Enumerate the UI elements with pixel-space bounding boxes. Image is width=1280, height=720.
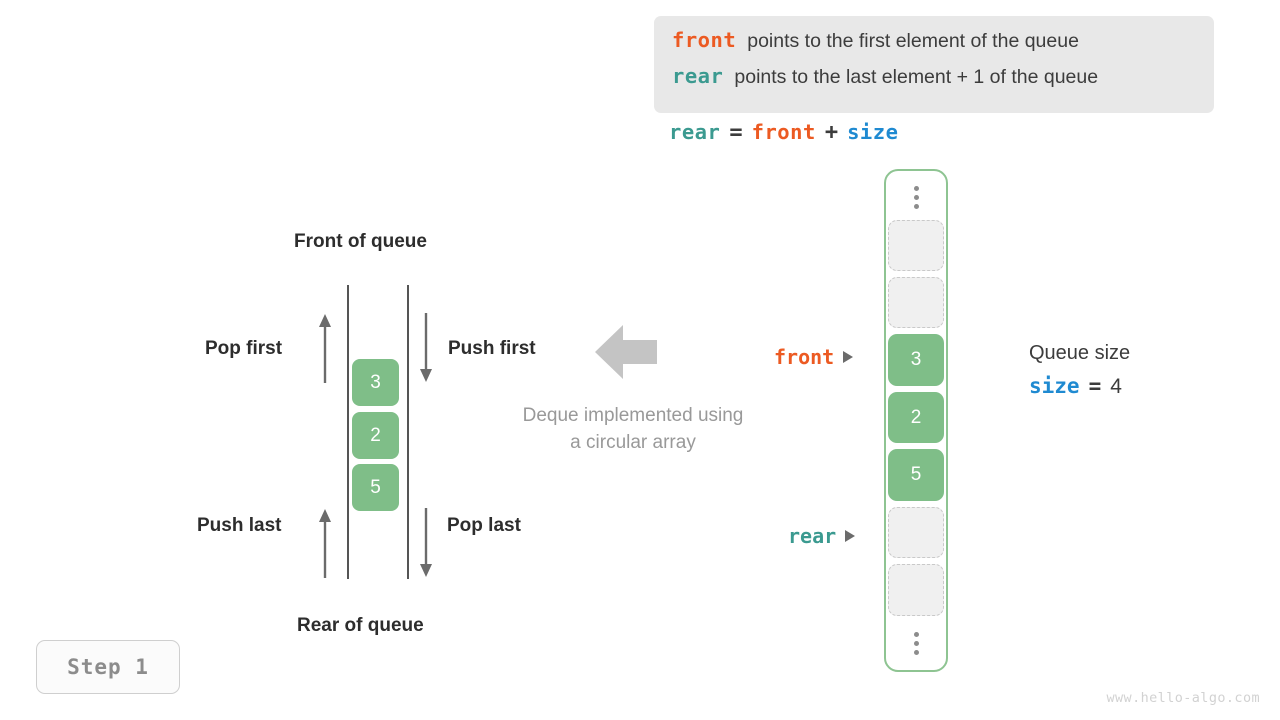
vertical-ellipsis-icon bbox=[913, 622, 919, 666]
equation-equals: = bbox=[729, 120, 743, 145]
rear-keyword: rear bbox=[672, 64, 724, 88]
arrow-down-pop-last-icon bbox=[419, 508, 433, 578]
push-last-label: Push last bbox=[197, 515, 282, 536]
rear-definition-text: points to the last element + 1 of the qu… bbox=[734, 66, 1099, 88]
front-pointer: front bbox=[774, 345, 854, 369]
array-slot-empty bbox=[888, 506, 944, 559]
queue-size-expression: size = 4 bbox=[1029, 374, 1130, 399]
pointer-triangle-icon bbox=[843, 351, 854, 363]
equation-plus: + bbox=[824, 120, 839, 145]
queue-size-block: Queue size size = 4 bbox=[1029, 342, 1130, 399]
arrow-up-pop-first-icon bbox=[318, 313, 332, 383]
pointer-triangle-icon bbox=[845, 530, 856, 542]
pop-last-label: Pop last bbox=[447, 515, 521, 536]
push-first-label: Push first bbox=[448, 338, 536, 359]
array-slot-filled: 3 bbox=[888, 334, 944, 386]
front-of-queue-label: Front of queue bbox=[294, 231, 427, 252]
left-pointing-arrow-icon bbox=[595, 324, 657, 385]
front-definition-text: points to the first element of the queue bbox=[747, 30, 1079, 52]
equation-front-term: front bbox=[751, 120, 816, 144]
arrow-down-push-first-icon bbox=[419, 313, 433, 383]
array-slot-empty bbox=[888, 564, 944, 616]
watermark: www.hello-algo.com bbox=[1106, 690, 1260, 706]
deque-rail-left bbox=[347, 285, 349, 579]
circular-array-container: 3 2 5 bbox=[884, 169, 948, 672]
rear-equation: rear = front + size bbox=[669, 120, 898, 145]
array-slot-empty bbox=[888, 219, 944, 271]
diagram-caption: Deque implemented using a circular array bbox=[493, 402, 773, 456]
size-equals: = bbox=[1088, 374, 1102, 398]
deque-cell: 5 bbox=[352, 464, 399, 511]
deque-cell: 3 bbox=[352, 359, 399, 406]
array-slot-filled: 2 bbox=[888, 391, 944, 444]
front-pointer-label: front bbox=[774, 345, 835, 369]
array-slot-empty bbox=[888, 276, 944, 329]
rear-of-queue-label: Rear of queue bbox=[297, 615, 424, 636]
pop-first-label: Pop first bbox=[205, 338, 283, 359]
queue-size-title: Queue size bbox=[1029, 342, 1131, 364]
rear-pointer: rear bbox=[788, 524, 856, 548]
deque-rail-right bbox=[407, 285, 409, 579]
size-value: 4 bbox=[1110, 375, 1122, 398]
arrow-up-push-last-icon bbox=[318, 508, 332, 578]
front-keyword: front bbox=[672, 28, 737, 52]
step-badge: Step 1 bbox=[36, 640, 180, 694]
equation-size-term: size bbox=[847, 120, 899, 144]
array-slot-filled: 5 bbox=[888, 449, 944, 501]
definition-row-front: front points to the first element of the… bbox=[672, 28, 1196, 64]
size-variable: size bbox=[1029, 374, 1080, 398]
vertical-ellipsis-icon bbox=[913, 176, 919, 220]
pointer-definition-box: front points to the first element of the… bbox=[654, 16, 1214, 113]
rear-pointer-label: rear bbox=[788, 524, 837, 548]
definition-row-rear: rear points to the last element + 1 of t… bbox=[672, 64, 1196, 100]
deque-cell: 2 bbox=[352, 412, 399, 459]
caption-line-2: a circular array bbox=[570, 432, 696, 453]
caption-line-1: Deque implemented using bbox=[522, 405, 744, 426]
equation-rear-term: rear bbox=[669, 120, 721, 144]
